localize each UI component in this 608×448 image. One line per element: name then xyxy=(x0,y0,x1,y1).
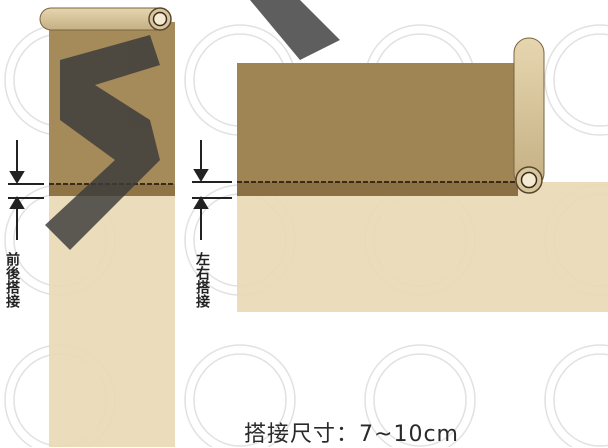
left-right-roll xyxy=(237,37,608,312)
roll-cap-icon xyxy=(515,166,543,194)
right-lower-sheet xyxy=(237,182,608,312)
size-value: 7~10cm xyxy=(359,422,459,447)
roll-cap-icon xyxy=(148,7,172,31)
arrow-icon xyxy=(192,140,232,240)
watermark-logo xyxy=(45,0,340,250)
side-roll xyxy=(513,37,545,189)
front-back-overlap-label: 前後搭接 xyxy=(4,252,20,308)
right-upper-sheet xyxy=(237,63,518,196)
size-label: 搭接尺寸 xyxy=(244,422,337,447)
left-right-overlap-label: 左右搭接 xyxy=(194,252,210,308)
size-separator: ： xyxy=(336,422,360,447)
overlap-size-caption: 搭接尺寸：7~10cm xyxy=(244,416,459,448)
arrow-icon xyxy=(8,140,44,240)
right-overlap-band xyxy=(237,182,518,196)
